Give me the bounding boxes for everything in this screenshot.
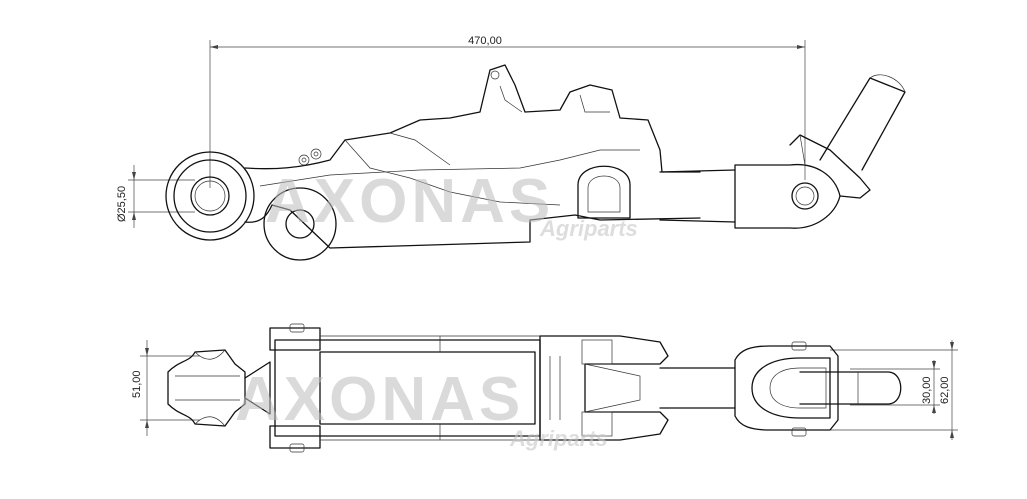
watermark-side: AXONAS Agriparts	[235, 365, 608, 451]
dimension-diameter: Ø25,50	[116, 165, 195, 228]
watermark-brand-top: AXONAS	[265, 167, 554, 236]
dimension-length-label: 470,00	[468, 35, 502, 47]
dimension-side-height-label: 51,00	[131, 370, 143, 398]
side-view: 51,00 30,00 62,00	[131, 323, 958, 453]
dimension-clevis-width-label: 62,00	[939, 376, 951, 404]
top-view: 470,00 Ø25,50	[116, 35, 906, 261]
dimension-diameter-label: Ø25,50	[116, 186, 128, 222]
dimension-pin-width-label: 30,00	[921, 376, 933, 404]
dimension-pin-width: 30,00	[850, 360, 940, 414]
dimension-side-height: 51,00	[131, 340, 200, 436]
watermark-sub-top: Agriparts	[539, 216, 638, 241]
watermark-sub-side: Agriparts	[509, 426, 608, 451]
watermark-brand-side: AXONAS	[235, 365, 524, 434]
dimension-length: 470,00	[209, 35, 806, 188]
watermark-top: AXONAS Agriparts	[265, 167, 638, 241]
dimension-clevis-width: 62,00	[830, 340, 958, 440]
